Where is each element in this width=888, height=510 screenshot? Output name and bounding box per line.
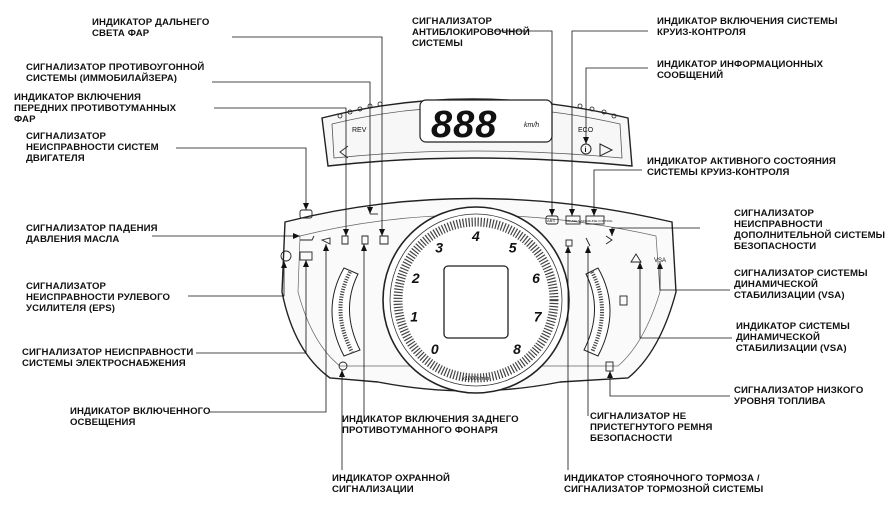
high-beam-icon: [379, 235, 389, 245]
lights-icon: [320, 237, 331, 245]
label-cruise-active: ИНДИКАТОР АКТИВНОГО СОСТОЯНИЯ СИСТЕМЫ КР…: [647, 156, 836, 178]
vsa-warning-icon: [630, 253, 642, 263]
tachometer-ring: [389, 213, 563, 387]
rear-fog-icon: [361, 235, 369, 245]
label-brake: ИНДИКАТОР СТОЯНОЧНОГО ТОРМОЗА / СИГНАЛИЗ…: [564, 473, 764, 495]
cruise-control-icon: [585, 215, 605, 225]
right-gauge-outline: [583, 267, 611, 357]
tachometer-number: 6: [532, 270, 540, 286]
leader-charging: [196, 260, 307, 354]
abs-icon-text: ABS: [547, 218, 555, 223]
tachometer-number: 4: [471, 228, 480, 244]
label-front-fog: ИНДИКАТОР ВКЛЮЧЕНИЯ ПЕРЕДНИХ ПРОТИВОТУМА…: [14, 92, 177, 125]
tachometer-scale: [393, 217, 559, 383]
label-vsa1: СИГНАЛИЗАТОР СИСТЕМЫ ДИНАМИЧЕСКОЙ СТАБИЛ…: [734, 268, 868, 301]
oil-icon: [300, 235, 315, 241]
leader-lights-on: [210, 244, 327, 413]
leader-front-fog: [214, 107, 347, 236]
cruise-control-text: CRUISE CONTROL: [586, 219, 613, 223]
leader-high-beam: [232, 36, 383, 236]
left-arrow-icon: [339, 145, 349, 159]
label-high-beam: ИНДИКАТОР ДАЛЬНЕГО СВЕТА ФАР: [92, 17, 210, 39]
label-cruise-main: ИНДИКАТОР ВКЛЮЧЕНИЯ СИСТЕМЫ КРУИЗ-КОНТРО…: [657, 16, 838, 38]
brake-icon: [565, 239, 573, 247]
label-eps: СИГНАЛИЗАТОР НЕИСПРАВНОСТИ РУЛЕВОГО УСИЛ…: [26, 281, 171, 314]
label-rear-fog: ИНДИКАТОР ВКЛЮЧЕНИЯ ЗАДНЕГО ПРОТИВОТУМАН…: [342, 414, 519, 436]
left-gauge-scale: [338, 271, 354, 353]
label-fuel: СИГНАЛИЗАТОР НИЗКОГО УРОВНЯ ТОПЛИВА: [734, 385, 864, 407]
right-gauge-scale: [590, 271, 604, 353]
label-seatbelt: СИГНАЛИЗАТОР НЕ ПРИСТЕГНУТОГО РЕМНЯ БЕЗО…: [590, 411, 713, 444]
tachometer-number: 5: [509, 240, 517, 256]
tachometer-number: 8: [513, 341, 521, 357]
label-lights-on: ИНДИКАТОР ВКЛЮЧЕННОГО ОСВЕЩЕНИЯ: [70, 406, 211, 428]
left-gauge-outline: [331, 267, 361, 357]
label-srs: СИГНАЛИЗАТОР НЕИСПРАВНОСТИ ДОПОЛНИТЕЛЬНО…: [734, 208, 886, 252]
label-info: ИНДИКАТОР ИНФОРМАЦИОННЫХ СООБЩЕНИЙ: [657, 59, 824, 81]
cruise-main-icon: [565, 215, 581, 225]
leader-immobilizer: [212, 81, 371, 214]
leader-eps: [188, 261, 285, 297]
tachometer-numbers: 01 23 4 56 78: [410, 228, 543, 357]
tachometer-number: 1: [410, 309, 418, 325]
label-charging: СИГНАЛИЗАТОР НЕИСПРАВНОСТИ СИСТЕМЫ ЭЛЕКТ…: [22, 347, 194, 369]
tachometer-number: 0: [431, 341, 439, 357]
fuel-icon: [605, 361, 614, 372]
label-abs: СИГНАЛИЗАТОР АНТИБЛОКИРОВОЧНОЙ СИСТЕМЫ: [412, 16, 530, 49]
label-vsa2: ИНДИКАТОР СИСТЕМЫ ДИНАМИЧЕСКОЙ СТАБИЛИЗА…: [736, 321, 850, 354]
security-icon: [338, 361, 348, 371]
tachometer-unit: x1000r/min: [461, 376, 489, 382]
label-immobilizer: СИГНАЛИЗАТОР ПРОТИВОУГОННОЙ СИСТЕМЫ (ИММ…: [26, 62, 205, 84]
leader-abs: [494, 30, 553, 216]
leader-lines: [152, 30, 732, 470]
leader-cruise-main: [571, 30, 648, 216]
cruise-main-text: CRUISE MAIN: [566, 219, 586, 223]
rev-label: REV: [352, 127, 367, 134]
speed-digits: 888: [431, 104, 497, 146]
info-icon-text: i: [585, 147, 587, 154]
label-security: ИНДИКАТОР ОХРАННОЙ СИГНАЛИЗАЦИИ: [332, 473, 451, 495]
tachometer-number: 3: [435, 240, 443, 256]
tachometer-number: 2: [411, 270, 420, 286]
main-cluster-inner: [297, 214, 661, 367]
tachometer-center-display: [443, 265, 509, 339]
speed-unit: km/h: [524, 122, 539, 129]
label-engine: СИГНАЛИЗАТОР НЕИСПРАВНОСТИ СИСТЕМ ДВИГАТ…: [26, 131, 159, 164]
leader-cruise-active: [593, 169, 642, 216]
fuel-pump-icon: [619, 295, 628, 306]
leader-engine: [176, 147, 307, 210]
leader-info: [585, 67, 648, 144]
eps-icon: [280, 250, 292, 262]
tachometer-number: 7: [534, 309, 543, 325]
leader-fuel: [609, 371, 730, 397]
leader-vsa2: [639, 262, 732, 339]
leader-vsa1: [659, 262, 730, 291]
label-oil: СИГНАЛИЗАТОР ПАДЕНИЯ ДАВЛЕНИЯ МАСЛА: [26, 223, 158, 245]
srs-icon: [605, 235, 613, 245]
indicator-icons: [280, 209, 642, 372]
seatbelt-icon: [585, 237, 591, 247]
right-arrow-icon: [599, 143, 614, 157]
vsa-icon-text: VSA: [654, 258, 666, 264]
leader-arrows: [281, 137, 663, 378]
